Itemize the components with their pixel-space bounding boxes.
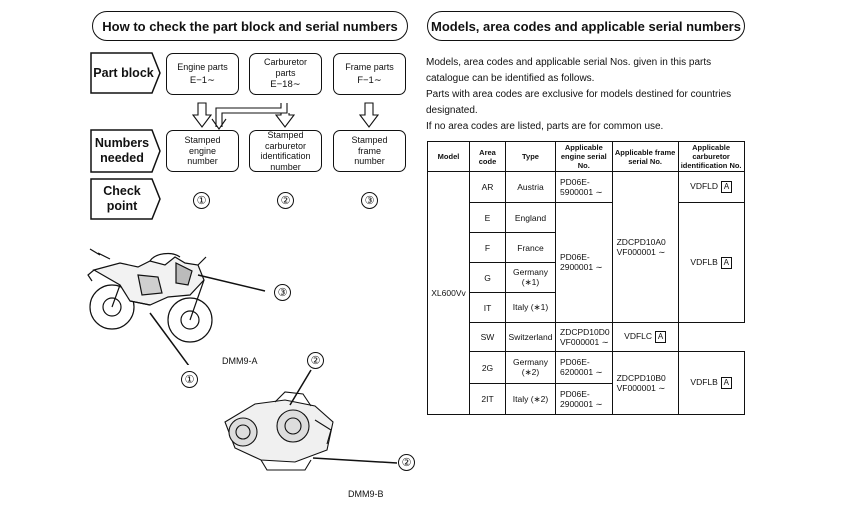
- check-point-2: ②: [277, 192, 294, 209]
- motorcycle-callout-1: ①: [181, 371, 198, 388]
- engine-parts-box: Engine parts E−1∼: [166, 53, 239, 95]
- left-section-header: How to check the part block and serial n…: [92, 11, 408, 41]
- carb-id-mark: A: [721, 181, 733, 193]
- carburetor-parts-name: Carburetor parts: [263, 57, 308, 78]
- carburetor-parts-code: E−18∼: [270, 79, 301, 91]
- type-cell: Germany (∗1): [505, 262, 556, 293]
- area-code-cell: SW: [469, 322, 506, 352]
- carburetor-illustration: [224, 369, 398, 471]
- area-code-cell: 2IT: [469, 383, 506, 415]
- right-section-header: Models, area codes and applicable serial…: [427, 11, 745, 41]
- table-row: 2IT Italy (∗2) PD06E- 2900001 ∼: [428, 383, 745, 415]
- frame-serial-cell: ZDCPD10B0 VF000001 ∼: [611, 351, 679, 415]
- area-code-cell: E: [469, 202, 506, 233]
- col-type: Type: [505, 141, 556, 172]
- type-cell: Italy (∗1): [505, 292, 556, 323]
- table-row: G Germany (∗1): [428, 262, 745, 293]
- frame-parts-code: F−1∼: [357, 75, 382, 86]
- engine-serial-cell: PD06E- 6200001 ∼: [555, 351, 613, 384]
- intro-paragraph: Models, area codes and applicable serial…: [426, 57, 712, 84]
- table-row: SW Switzerland ZDCPD10D0 VF000001 ∼ VDFL…: [428, 322, 745, 352]
- type-cell: Austria: [505, 171, 556, 203]
- table-header-row: Model Area code Type Applicable engine s…: [427, 141, 745, 172]
- carb-id-mark: A: [720, 377, 732, 389]
- frame-serial-cell: ZDCPD10D0 VF000001 ∼: [555, 322, 613, 352]
- carb-id-value: VDFLC: [624, 331, 653, 341]
- col-model: Model: [427, 141, 470, 172]
- engine-serial-cell: PD06E- 2900001 ∼: [555, 202, 613, 323]
- flow-arrows: [191, 102, 380, 130]
- carb-id-value: VDFLB: [690, 377, 718, 387]
- engine-number-box: Stamped engine number: [166, 130, 239, 172]
- frame-number-text: Stamped frame number: [351, 135, 388, 167]
- row-label-frames: [90, 52, 161, 220]
- motorcycle-callout-3: ③: [274, 284, 291, 301]
- caption-dmm9-a: DMM9-A: [222, 356, 258, 366]
- carb-id-mark: A: [720, 256, 732, 269]
- serial-numbers-table: Model Area code Type Applicable engine s…: [427, 141, 745, 415]
- col-area-code: Area code: [469, 141, 506, 172]
- check-point-1: ①: [193, 192, 210, 209]
- part-block-label: Part block: [93, 65, 154, 80]
- engine-serial-cell: PD06E- 2900001 ∼: [555, 383, 613, 415]
- carb-id-value: VDFLD: [690, 181, 719, 191]
- common-use-paragraph: If no area codes are listed, parts are f…: [426, 121, 664, 132]
- engine-serial-cell: PD06E- 5900001 ∼: [555, 171, 613, 203]
- frame-serial-cell: ZDCPD10A0 VF000001 ∼: [611, 171, 679, 323]
- engine-parts-code: E−1∼: [189, 75, 216, 86]
- engine-number-text: Stamped engine number: [184, 135, 221, 167]
- area-code-cell: G: [469, 262, 506, 293]
- area-code-cell: F: [469, 232, 506, 263]
- model-cell: XL600Vv: [427, 171, 470, 415]
- table-row: IT Italy (∗1): [428, 292, 745, 323]
- col-frame-serial: Applicable frame serial No.: [611, 141, 679, 172]
- numbers-needed-label: Numbers needed: [94, 136, 150, 165]
- frame-parts-box: Frame parts F−1∼: [333, 53, 406, 95]
- carb-callout-2-top: ②: [307, 352, 324, 369]
- engine-parts-name: Engine parts: [177, 61, 228, 72]
- carburetor-parts-box: Carburetor parts E−18∼: [249, 53, 322, 95]
- motorcycle-illustration: [87, 248, 266, 365]
- exclusive-paragraph: Parts with area codes are exclusive for …: [426, 89, 732, 116]
- right-header-text: Models, area codes and applicable serial…: [431, 18, 741, 34]
- check-point-3: ③: [361, 192, 378, 209]
- type-cell: Switzerland: [505, 322, 556, 352]
- area-code-cell: AR: [469, 171, 506, 203]
- carb-id-box: Stamped carburetor identification number: [249, 130, 322, 172]
- caption-dmm9-b: DMM9-B: [348, 489, 384, 499]
- left-header-text: How to check the part block and serial n…: [102, 18, 398, 34]
- carb-id-text: Stamped carburetor identification number: [260, 130, 311, 172]
- carb-id-value: VDFLB: [690, 256, 718, 267]
- type-cell: England: [505, 202, 556, 233]
- table-row: XL600Vv AR Austria PD06E- 5900001 ∼ ZDCP…: [427, 171, 745, 415]
- area-code-cell: IT: [469, 292, 506, 323]
- frame-number-box: Stamped frame number: [333, 130, 406, 172]
- type-cell: Italy (∗2): [505, 383, 556, 415]
- type-cell: France: [505, 232, 556, 263]
- carb-id-mark: A: [655, 331, 667, 343]
- area-code-cell: 2G: [469, 351, 506, 384]
- table-row: 2G Germany (∗2) PD06E- 6200001 ∼ ZDCPD10…: [428, 351, 745, 415]
- frame-parts-name: Frame parts: [345, 61, 394, 72]
- type-cell: Germany (∗2): [505, 351, 556, 384]
- col-carb-id: Applicable carburetor identification No.: [677, 141, 745, 172]
- carb-callout-2-right: ②: [398, 454, 415, 471]
- col-engine-serial: Applicable engine serial No.: [555, 141, 613, 172]
- check-point-label: Check point: [103, 184, 141, 213]
